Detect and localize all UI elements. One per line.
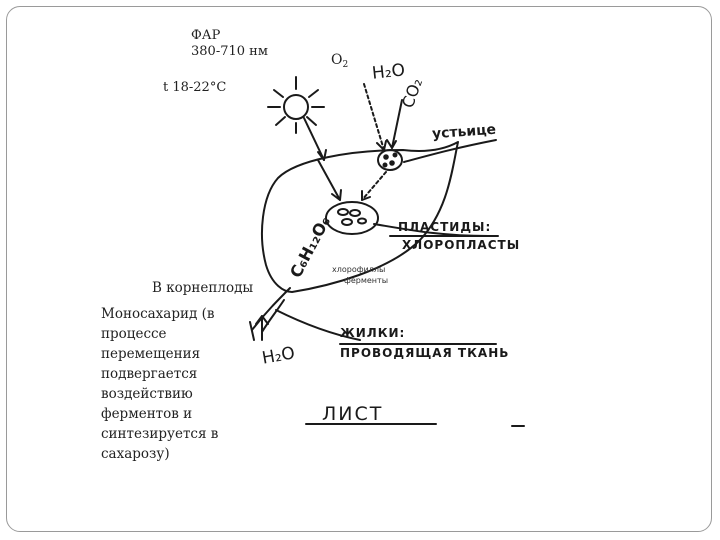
chlorophylls-label: хлорофиллы: [332, 265, 385, 275]
enzymes-label: ферменты: [344, 276, 388, 286]
plastids-label: ПЛАСТИДЫ:: [398, 220, 491, 234]
root-crops-label: В корнеплоды: [152, 280, 253, 296]
h2o-up-arrow: [256, 316, 268, 340]
o2-subscript: 2: [342, 60, 348, 70]
co2-in-arrow: [387, 100, 402, 148]
par-range: 380-710 нм: [191, 44, 268, 60]
h2o-in-arrow: [364, 84, 386, 150]
chloroplast-icon: [326, 202, 378, 234]
conducting-tissue-label: ПРОВОДЯЩАЯ ТКАНЬ: [340, 346, 509, 360]
chloroplasts-label: ХЛОРОПЛАСТЫ: [402, 238, 520, 252]
h2o-top-label: H₂O: [371, 60, 406, 83]
leaf-label: ЛИСТ: [322, 403, 383, 425]
stomata-to-chloroplast-arrow: [362, 172, 386, 200]
veins-label: ЖИЛКИ:: [340, 326, 405, 340]
light-to-chloroplast-arrow: [318, 160, 341, 200]
par-title: ФАР: [191, 28, 220, 44]
o2-label: O2: [331, 52, 348, 70]
monosaccharide-text: Моносахарид (в процессе перемещения подв…: [101, 304, 241, 464]
o2-symbol: O: [331, 52, 342, 68]
leaf-petiole: [252, 288, 290, 330]
stomata-icon: [378, 150, 402, 170]
temperature-label: t 18-22°C: [163, 80, 226, 95]
sun-icon: [268, 77, 324, 133]
